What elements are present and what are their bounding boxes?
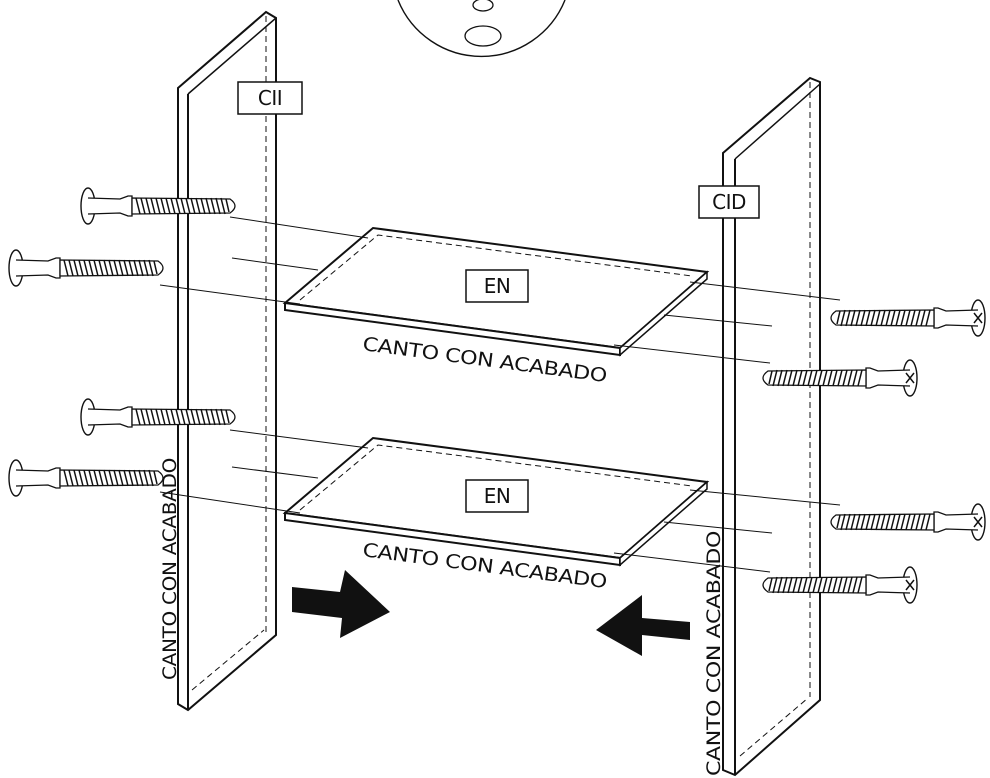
cam-screw-icon: [9, 250, 163, 286]
svg-text:CID: CID: [712, 190, 746, 214]
top-shelf-label: EN: [465, 269, 529, 303]
detail-callout-circle: [397, 0, 566, 58]
svg-text:EN: EN: [484, 274, 511, 298]
left-side-panel: [177, 10, 277, 712]
assembly-arrow-left-icon: [596, 595, 690, 656]
bottom-shelf-label: EN: [465, 479, 529, 513]
cam-screw-icon: [831, 504, 985, 540]
svg-text:EN: EN: [484, 484, 511, 508]
svg-text:CII: CII: [258, 86, 282, 110]
cam-screw-icon: [9, 460, 163, 496]
right-panel-edge-label: CANTO CON ACABADO: [703, 531, 725, 776]
cam-screw-icon: [831, 300, 985, 336]
right-panel-label: CID: [698, 185, 760, 219]
alignment-lines: [159, 216, 841, 573]
right-side-panel: [722, 76, 821, 777]
assembly-arrow-right-icon: [292, 570, 390, 638]
left-panel-label: CII: [237, 81, 303, 115]
left-panel-edge-label: CANTO CON ACABADO: [159, 458, 181, 680]
